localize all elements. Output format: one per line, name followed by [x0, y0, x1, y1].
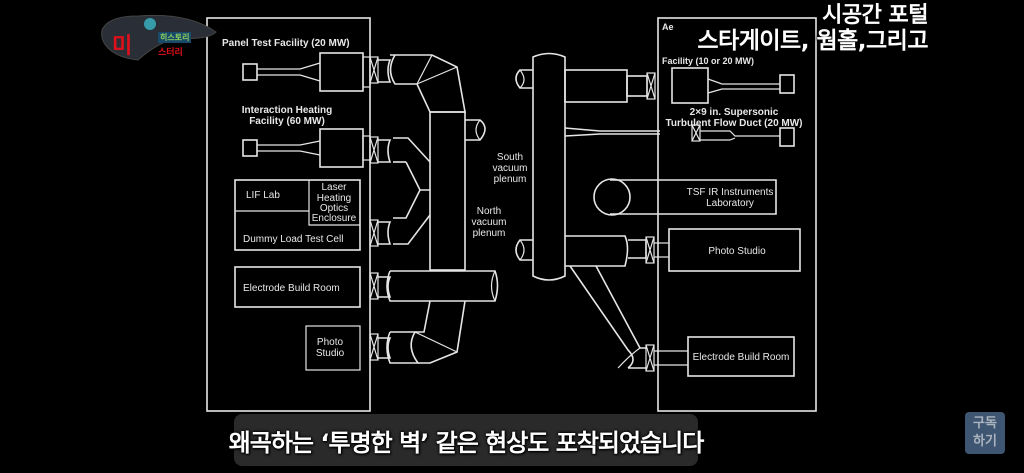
label-photo-left-2: Studio: [316, 348, 345, 359]
supersonic-duct: [700, 127, 795, 147]
electrode-room-left-outline: [234, 266, 361, 308]
left-building-outline: [206, 17, 371, 412]
label-south-2: vacuum: [492, 163, 527, 174]
video-title-overlay: 시공간 포털 스타게이트, 웜홀,그리고: [697, 3, 928, 54]
logo-top-text: 히스토리: [158, 32, 192, 43]
dummy-load-block-outline: [234, 179, 361, 251]
label-aero-facility-2: Facility (10 or 20 MW): [662, 56, 754, 66]
label-north-1: North: [477, 206, 501, 217]
label-laser-4: Enclosure: [312, 213, 357, 224]
subtitle-text: 왜곡하는 ‘투명한 벽’ 같은 현상도 포착되었습니다: [228, 428, 705, 457]
label-tsf-2: Laboratory: [706, 198, 754, 209]
subtitle-caption: 왜곡하는 ‘투명한 벽’ 같은 현상도 포착되었습니다: [229, 414, 704, 466]
title-line-1: 시공간 포털: [822, 3, 928, 28]
logo-big-char: 미: [112, 34, 133, 59]
right-ducts: [515, 52, 660, 369]
label-interaction-heating-2: Facility (60 MW): [249, 116, 325, 127]
label-lif-lab: LIF Lab: [246, 190, 280, 201]
label-laser-2: Heating: [317, 193, 351, 204]
subscribe-button[interactable]: 구독 하기: [965, 412, 1005, 454]
right-valves: [645, 72, 701, 372]
label-laser-3: Optics: [320, 203, 348, 214]
label-electrode-right: Electrode Build Room: [693, 352, 790, 363]
tsf-ir-lab: [593, 178, 777, 216]
interaction-heating-arc-line: [242, 128, 371, 168]
label-duct-1: 2×9 in. Supersonic: [690, 107, 779, 118]
label-panel-test-facility: Panel Test Facility (20 MW): [222, 38, 350, 49]
photo-studio-left-outline: [305, 325, 361, 371]
logo-bottom-text: 스터리: [158, 48, 183, 58]
label-duct-2: Turbulent Flow Duct (20 MW): [665, 118, 802, 129]
label-tsf-1: TSF IR Instruments: [687, 187, 774, 198]
subscribe-label-2: 하기: [973, 434, 997, 449]
label-electrode-left: Electrode Build Room: [243, 283, 340, 294]
left-valves: [369, 56, 379, 361]
label-photo-right: Photo Studio: [708, 246, 766, 257]
aero-facility-arc-line: [671, 67, 795, 104]
label-aero-facility-1: Ae: [662, 22, 674, 32]
label-south-3: plenum: [494, 174, 527, 185]
photo-studio-right-outline: [668, 228, 801, 272]
label-interaction-heating-1: Interaction Heating: [242, 105, 333, 116]
label-north-2: vacuum: [471, 217, 506, 228]
channel-logo: 미 히스토리 스터리: [98, 8, 218, 62]
electrode-room-right-outline: [687, 336, 795, 377]
label-photo-left-1: Photo: [317, 337, 344, 348]
label-north-3: plenum: [473, 228, 506, 239]
left-ducts: [378, 54, 499, 364]
subscribe-label-1: 구독: [973, 416, 997, 431]
label-south-1: South: [497, 152, 523, 163]
panel-test-arc-line: [242, 52, 371, 92]
label-laser-1: Laser: [321, 182, 347, 193]
label-dummy-load: Dummy Load Test Cell: [243, 234, 343, 245]
title-line-2: 스타게이트, 웜홀,그리고: [697, 27, 928, 54]
